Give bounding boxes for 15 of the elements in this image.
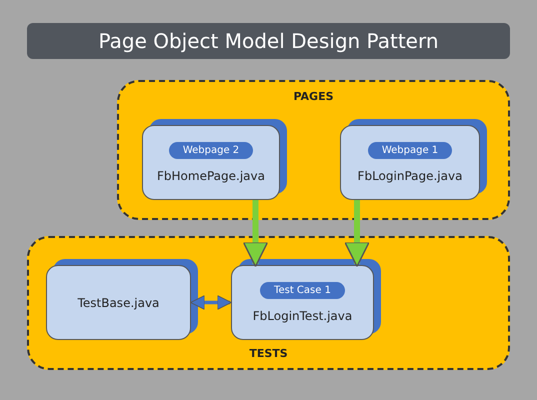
page-tag: Test Case 1 <box>260 282 345 299</box>
file-name: TestBase.java <box>78 296 160 310</box>
page-tag: Webpage 2 <box>168 142 254 159</box>
page-tag: Webpage 1 <box>368 142 452 159</box>
group-label: TESTS <box>249 347 288 360</box>
group-label: PAGES <box>293 90 334 103</box>
group-panel <box>27 236 510 370</box>
file-name: FbHomePage.java <box>157 169 265 183</box>
group-panel <box>117 80 510 220</box>
arrow <box>344 200 370 268</box>
arrow <box>242 200 268 268</box>
file-name: FbLoginTest.java <box>252 309 352 323</box>
title-bar: Page Object Model Design Pattern <box>27 23 510 59</box>
arrow <box>190 295 232 310</box>
file-name: FbLoginPage.java <box>358 169 462 183</box>
